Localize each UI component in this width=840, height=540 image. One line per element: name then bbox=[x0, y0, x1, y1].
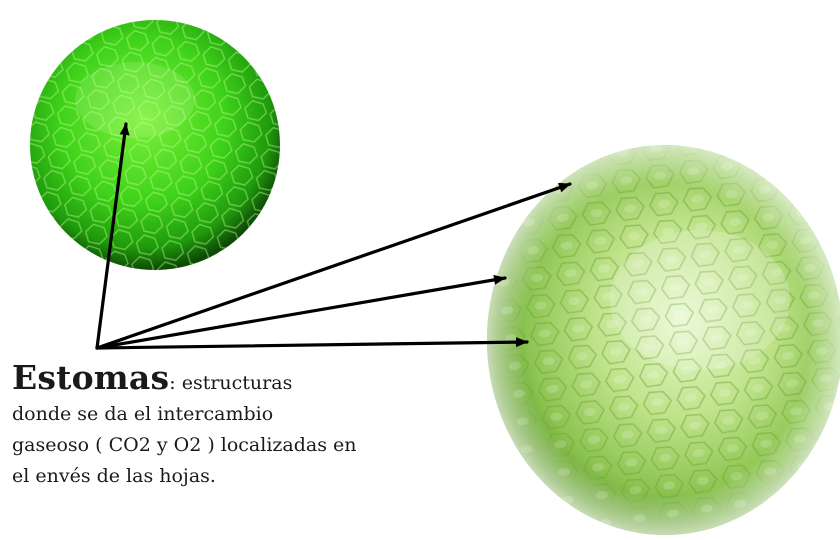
caption-line-4: el envés de las hojas. bbox=[12, 461, 432, 492]
caption-definition-start: : estructuras bbox=[169, 372, 292, 394]
large-microscope-view bbox=[480, 140, 840, 540]
stomata-caption: Estomas: estructuras donde se da el inte… bbox=[12, 362, 432, 492]
caption-line-3: gaseoso ( CO2 y O2 ) localizadas en bbox=[12, 430, 432, 461]
arrow-to-large-view-bottom bbox=[97, 342, 527, 348]
small-microscope-view bbox=[25, 15, 285, 275]
caption-line-2: donde se da el intercambio bbox=[12, 399, 432, 430]
arrow-to-large-view-middle bbox=[97, 278, 505, 348]
caption-line-1: Estomas: estructuras bbox=[12, 362, 432, 399]
term-estomas: Estomas bbox=[12, 358, 169, 397]
